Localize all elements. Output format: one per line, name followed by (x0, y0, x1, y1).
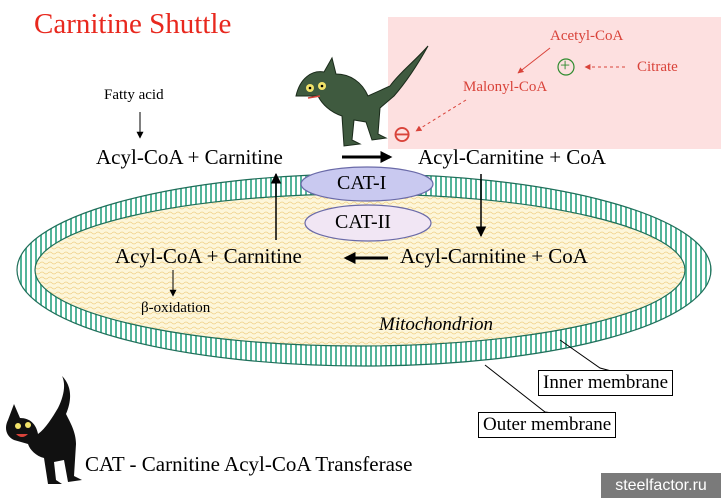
cat1-label: CAT-I (337, 172, 387, 194)
fatty-acid-label: Fatty acid (104, 87, 164, 103)
acetyl-to-malonyl-arrow (517, 47, 551, 74)
citrate-label: Citrate (637, 59, 678, 75)
diagram-title: Carnitine Shuttle (34, 8, 232, 40)
green-cat-icon (295, 45, 429, 147)
activation-symbol: + (560, 55, 571, 75)
matrix-left-reaction: Acyl-CoA + Carnitine (115, 244, 302, 268)
inner-membrane-label: Inner membrane (538, 370, 674, 396)
watermark: steelfactor.ru (601, 473, 721, 498)
cat2-transporter (304, 204, 432, 242)
cat2-label: CAT-II (335, 211, 391, 233)
cat-definition: CAT - Carnitine Acyl-CoA Transferase (85, 452, 413, 476)
black-cat-icon (6, 376, 82, 484)
regulation-panel (388, 17, 721, 149)
beta-oxidation-label: β-oxidation (141, 300, 211, 316)
cat1-transporter (300, 166, 434, 202)
malonyl-coa-label: Malonyl-CoA (463, 79, 548, 95)
cytosol-right-reaction: Acyl-Carnitine + CoA (418, 145, 606, 169)
activation-circle (557, 58, 575, 76)
mitochondrion-label: Mitochondrion (379, 314, 493, 335)
acetyl-coa-label: Acetyl-CoA (550, 28, 624, 44)
cytosol-left-reaction: Acyl-CoA + Carnitine (96, 145, 283, 169)
inhibition-symbol: ⊖ (392, 122, 413, 148)
malonyl-inhibition-arrow (415, 99, 467, 132)
outer-membrane-label: Outer membrane (478, 412, 617, 438)
matrix-right-reaction: Acyl-Carnitine + CoA (400, 244, 588, 268)
